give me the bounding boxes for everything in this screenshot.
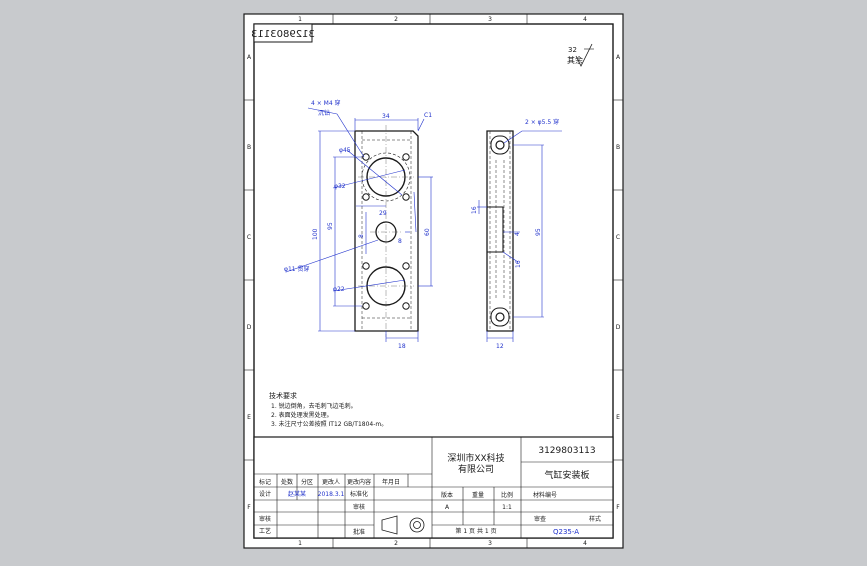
scale-label: 比例	[501, 491, 513, 499]
check-label: 审核	[353, 503, 365, 511]
roughness-value: 32	[568, 46, 577, 54]
dim-width-top: 34	[382, 113, 390, 120]
label-count: 处数	[281, 478, 293, 486]
title-block: 深圳市XX科技 有限公司 3129803113 气缸安装板 版本 重量 比例 A…	[253, 436, 614, 539]
grid-row-d-right: D	[616, 324, 621, 331]
dim-depth-16: 16	[471, 206, 478, 214]
company-line-1: 深圳市XX科技	[447, 452, 504, 464]
dim-holes-2: 2 × φ5.5 穿	[525, 118, 559, 126]
tech-note-3: 3. 未注尺寸公差按照 IT12 GB/T1804-m。	[271, 420, 387, 428]
scale-value: 1:1	[502, 504, 512, 511]
grid-col-3-bottom: 3	[488, 540, 492, 547]
material-value: Q235-A	[553, 528, 579, 536]
label-zone: 分区	[301, 478, 313, 486]
front-dimension-texts: 4 × M4 穿 沉钻 34 C1 φ45 φ32 29 8 φ11 贯穿 φ2…	[284, 99, 432, 350]
dim-chamfer: C1	[424, 112, 432, 119]
dim-depth-4: 4	[514, 232, 521, 236]
grid-col-1: 1	[298, 16, 302, 23]
drawing-code-mirrored: 3129803113	[251, 29, 315, 40]
side-dimension-lines	[477, 130, 562, 342]
grid-col-4: 4	[583, 16, 587, 23]
projection-symbol	[381, 515, 425, 535]
dim-hole-8: 8	[398, 238, 402, 245]
grid-row-d: D	[247, 324, 252, 331]
grid-row-f: F	[247, 504, 251, 511]
side-view	[486, 130, 514, 332]
dim-height-95: 95	[535, 228, 542, 236]
tech-note-2: 2. 表面处理发黑处理。	[271, 411, 333, 419]
side-dimension-texts: 2 × φ5.5 穿 16 4 16 95 12	[471, 118, 559, 350]
grid-col-2: 2	[394, 16, 398, 23]
craft-label: 工艺	[259, 527, 271, 535]
tech-notes-title: 技术要求	[269, 391, 297, 400]
plate-outline	[354, 130, 419, 332]
approve-label: 批准	[353, 528, 365, 536]
designer-label: 设计	[259, 490, 271, 498]
grid-row-a: A	[247, 54, 252, 61]
designer-value: 赵某某	[288, 490, 306, 498]
dim-total-length: 100	[312, 228, 319, 240]
check-label-left: 审核	[259, 515, 271, 523]
label-date: 年月日	[382, 478, 400, 486]
grid-col-2-bottom: 2	[394, 540, 398, 547]
drawing-code-box	[253, 23, 313, 43]
material-hint: 材料编号	[533, 491, 557, 499]
version-label: 版本	[441, 491, 453, 499]
grid-row-c-right: C	[616, 234, 620, 241]
dim-d22: φ22	[333, 286, 345, 293]
label-mark: 标记	[259, 478, 271, 486]
sheet-text: 第 1 页 共 1 页	[455, 527, 496, 535]
dim-side-60: 60	[424, 228, 431, 236]
front-dimension-lines	[285, 107, 433, 342]
dim-pitch-vertical: 95	[327, 222, 334, 230]
grid-row-b: B	[247, 144, 251, 151]
mounting-holes	[362, 153, 410, 310]
dim-d45: φ45	[339, 147, 351, 154]
tech-note-1: 1. 锐边倒角，去毛刺飞边毛刺。	[271, 402, 357, 410]
company-line-2: 有限公司	[458, 463, 494, 475]
grid-col-4-bottom: 4	[583, 540, 587, 547]
weight-label: 重量	[472, 491, 484, 499]
dim-holes-4: 4 × M4 穿	[311, 99, 341, 107]
part-name: 气缸安装板	[544, 469, 589, 481]
grid-row-e: E	[247, 414, 251, 421]
dim-width-12: 12	[496, 343, 504, 350]
grid-col-1-bottom: 1	[298, 540, 302, 547]
roughness-label: 其余	[567, 55, 583, 65]
grid-row-b-right: B	[616, 144, 620, 151]
grid-row-a-right: A	[616, 54, 621, 61]
label-change-content: 更改内容	[347, 478, 371, 486]
roughness-symbol: 其余 32	[567, 43, 594, 67]
drawing-number: 3129803113	[538, 446, 595, 456]
grid-col-3: 3	[488, 16, 492, 23]
dim-holes-4-sub: 沉钻	[318, 109, 330, 117]
dim-bottom-18: 18	[398, 343, 406, 350]
sample-label: 样式	[589, 515, 601, 523]
dim-center-29: 29	[379, 210, 387, 217]
dim-side-8: 8	[358, 234, 365, 238]
review-label: 审查	[534, 515, 546, 523]
dim-thru-hole: φ11 贯穿	[284, 265, 310, 273]
front-view	[354, 125, 419, 337]
label-changer: 更改人	[322, 478, 340, 486]
grid-ticks	[244, 14, 623, 548]
dim-step-16: 16	[515, 260, 522, 268]
grid-row-e-right: E	[616, 414, 620, 421]
dim-d32: φ32	[334, 183, 346, 190]
grid-row-f-right: F	[616, 504, 620, 511]
design-date: 2018.3.1	[318, 491, 345, 498]
version-value: A	[445, 504, 450, 511]
technical-notes: 技术要求 1. 锐边倒角，去毛刺飞边毛刺。 2. 表面处理发黑处理。 3. 未注…	[269, 391, 387, 428]
grid-row-c: C	[247, 234, 251, 241]
standard-label: 标准化	[350, 490, 368, 498]
